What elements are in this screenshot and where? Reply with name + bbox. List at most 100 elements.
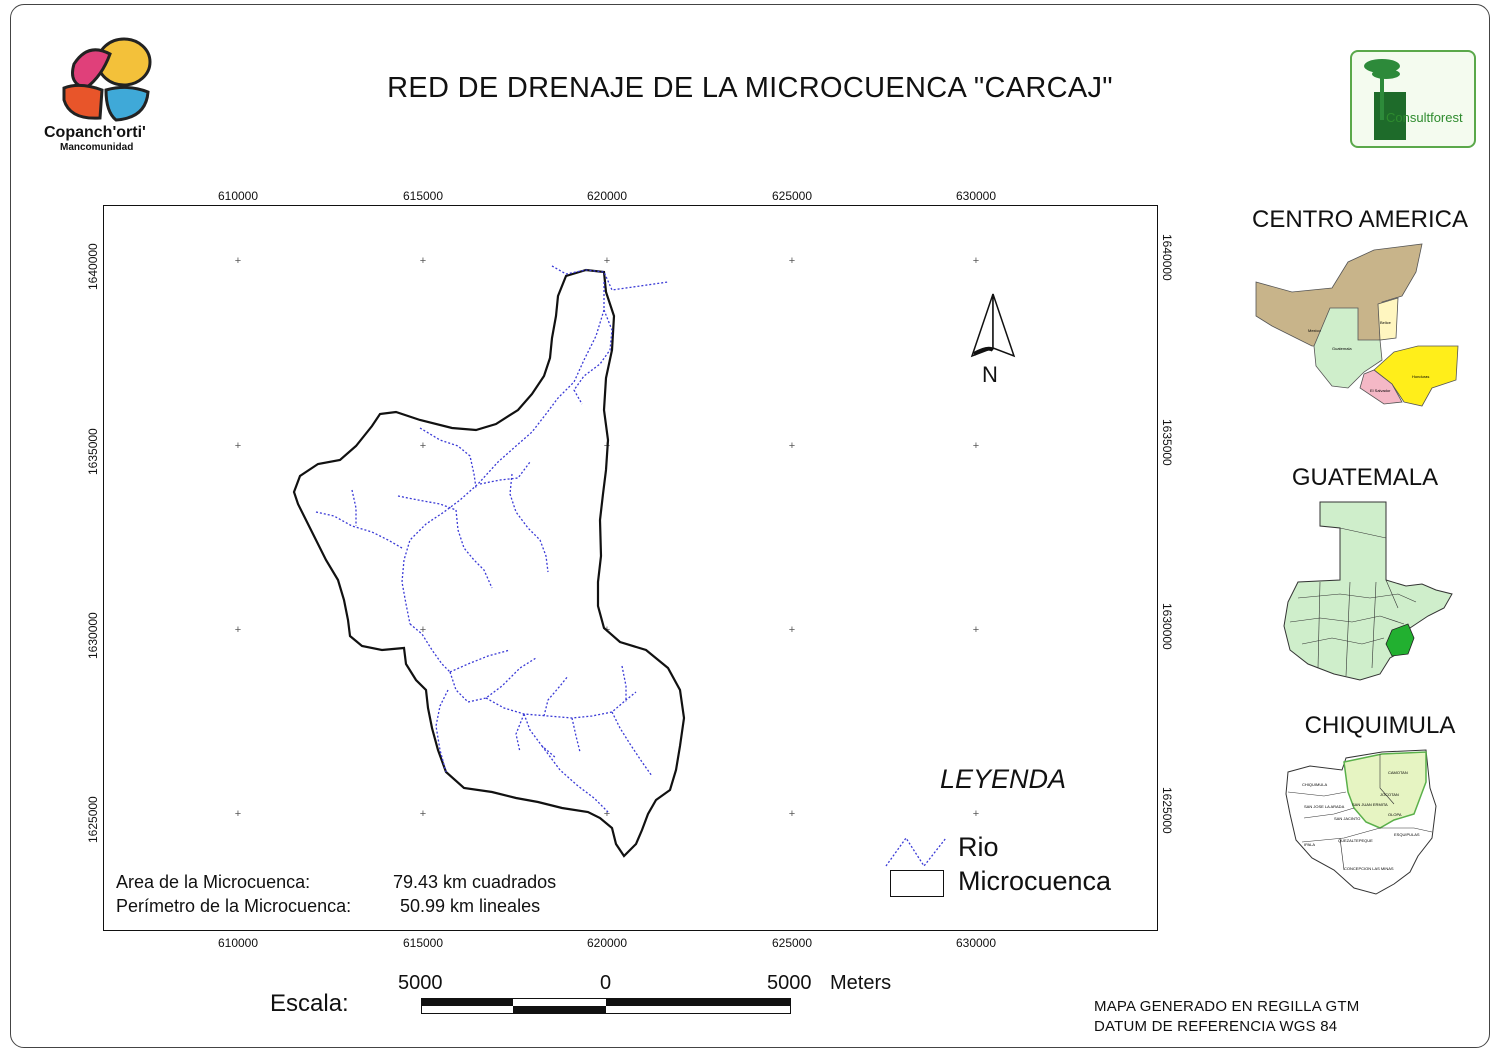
river-segment — [455, 509, 493, 589]
inset-label-camotan: CAMOTAN — [1388, 770, 1408, 775]
inset-label-san-jacinto: SAN JACINTO — [1334, 816, 1360, 821]
river-segment — [543, 675, 569, 717]
map-title: RED DE DRENAJE DE LA MICROCUENCA "CARCAJ… — [387, 72, 1113, 104]
microcuenca-boundary — [292, 268, 686, 858]
inset-label-honduras: Honduras — [1412, 374, 1429, 379]
river-segment — [449, 649, 511, 673]
north-label: N — [982, 362, 998, 387]
x-tick-top-2: 615000 — [402, 189, 444, 203]
inset-chiquimula-map: CHIQUIMULA CAMOTAN JOCOTAN SAN JOSE LA A… — [1285, 749, 1437, 895]
river-segment — [515, 713, 525, 753]
river-segment — [509, 473, 549, 573]
x-tick-top-1: 610000 — [217, 189, 259, 203]
inset-label-belice: Belice — [1380, 320, 1392, 325]
legend-rio-label: Rio — [958, 832, 999, 862]
grid-cross: + — [234, 440, 242, 452]
inset-label-el-salvador: El Salvador — [1370, 388, 1391, 393]
river-segment — [435, 689, 449, 773]
legend-microcuenca-symbol — [890, 870, 944, 897]
river-segment — [551, 265, 669, 291]
river-segment — [449, 657, 537, 703]
x-tick-bottom-3: 620000 — [586, 936, 628, 950]
inset-label-quezaltepeque: QUEZALTEPEQUE — [1338, 838, 1373, 843]
river-segment — [611, 711, 653, 777]
grid-cross: + — [972, 440, 980, 452]
inset-label-san-juan-ermita: SAN JUAN ERMITA — [1352, 802, 1388, 807]
grid-cross: + — [234, 624, 242, 636]
inset-title-centro-america: CENTRO AMERICA — [1251, 206, 1469, 233]
river-segment — [401, 282, 605, 625]
grid-cross: + — [788, 255, 796, 267]
x-tick-top-5: 630000 — [955, 189, 997, 203]
scale-mid: 0 — [600, 972, 612, 994]
river-segment — [541, 745, 609, 813]
inset-title-guatemala: GUATEMALA — [1291, 464, 1439, 491]
left-logo-brand: Copanch'orti' — [44, 124, 146, 141]
grid-cross: + — [603, 808, 611, 820]
inset-label-chiquimula: CHIQUIMULA — [1302, 782, 1327, 787]
map-sheet-border — [10, 4, 1490, 1048]
inset-label-olopa: OLOPA — [1388, 812, 1402, 817]
inset-label-esquipulas: ESQUIPULAS — [1394, 832, 1420, 837]
inset-guatemala-map — [1283, 501, 1453, 681]
inset-centro-america-map: Mexico Belice Guatemala Honduras El Salv… — [1255, 243, 1459, 407]
grid-cross: + — [419, 255, 427, 267]
grid-cross: + — [788, 624, 796, 636]
inset-label-guatemala: Guatemala — [1332, 346, 1352, 351]
inset-label-san-jose-la-arada: SAN JOSE LA ARADA — [1304, 804, 1345, 809]
grid-cross: + — [419, 624, 427, 636]
note-datum: DATUM DE REFERENCIA WGS 84 — [1094, 1018, 1338, 1035]
x-tick-bottom-2: 615000 — [402, 936, 444, 950]
grid-cross: + — [972, 255, 980, 267]
inset-label-ipala: IPALA — [1304, 842, 1315, 847]
river-segment — [523, 713, 557, 759]
area-value: 79.43 km cuadrados — [393, 872, 557, 892]
grid-cross: + — [603, 255, 611, 267]
river-segment — [479, 461, 531, 485]
scale-bar — [421, 998, 791, 1014]
north-arrow: N — [966, 290, 1020, 390]
grid-cross: + — [788, 808, 796, 820]
legend-microcuenca-label: Microcuenca — [958, 866, 1112, 896]
inset-label-mexico: Mexico — [1308, 328, 1321, 333]
river-segment — [571, 717, 581, 753]
scale-right: 5000 — [767, 972, 812, 994]
river-segment — [397, 495, 457, 511]
grid-cross: + — [419, 440, 427, 452]
x-tick-bottom-4: 625000 — [771, 936, 813, 950]
river-segment — [351, 489, 357, 526]
x-tick-bottom-1: 610000 — [217, 936, 259, 950]
river-segment — [419, 427, 477, 489]
grid-cross: + — [972, 808, 980, 820]
inset-label-jocotan: JOCOTAN — [1380, 792, 1399, 797]
inset-title-chiquimula: CHIQUIMULA — [1304, 712, 1456, 739]
area-label: Area de la Microcuenca: — [116, 872, 311, 892]
grid-cross: + — [788, 440, 796, 452]
grid-cross: + — [419, 808, 427, 820]
scale-unit: Meters — [830, 972, 892, 994]
river-segment — [409, 623, 451, 673]
copanchorti-logo: Copanch'orti' Mancomunidad — [44, 36, 174, 156]
grid-cross: + — [234, 808, 242, 820]
scale-label: Escala: — [270, 990, 349, 1017]
note-grid: MAPA GENERADO EN REGILLA GTM — [1094, 998, 1360, 1015]
inset-label-concepcion-las-minas: CONCEPCION LAS MINAS — [1344, 866, 1394, 871]
river-segment — [621, 665, 627, 702]
perimeter-value: 50.99 km lineales — [400, 896, 541, 916]
grid-cross: + — [234, 255, 242, 267]
right-logo-brand: Consultforest — [1386, 110, 1463, 125]
x-tick-top-3: 620000 — [586, 189, 628, 203]
river-segment — [485, 691, 637, 719]
x-tick-bottom-5: 630000 — [955, 936, 997, 950]
left-logo-sub: Mancomunidad — [60, 142, 134, 153]
legend-rio-symbol — [885, 836, 947, 868]
river-segment — [573, 309, 613, 405]
legend-title: LEYENDA — [940, 764, 1067, 794]
consultforest-logo: Consultforest — [1350, 50, 1476, 148]
river-segment — [315, 511, 403, 549]
perimeter-label: Perímetro de la Microcuenca: — [116, 896, 352, 916]
x-tick-top-4: 625000 — [771, 189, 813, 203]
map-frame — [103, 205, 1158, 931]
grid-cross: + — [972, 624, 980, 636]
